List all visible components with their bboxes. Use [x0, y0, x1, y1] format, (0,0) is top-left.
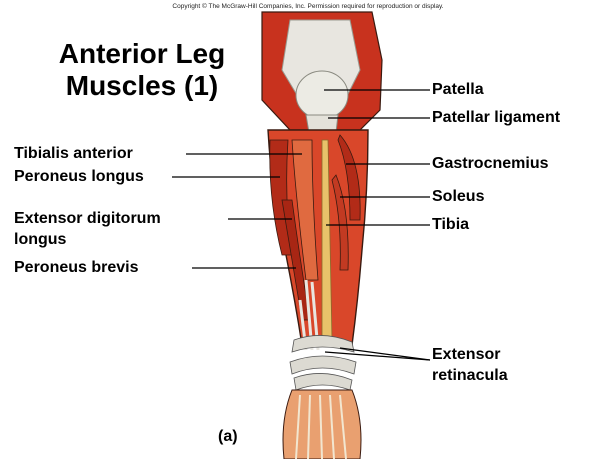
- label-extensor-retinacula-line-1: Extensor: [432, 346, 500, 364]
- label-extensor-retinacula-line-2: retinacula: [432, 367, 508, 385]
- label-peroneus-brevis: Peroneus brevis: [14, 259, 139, 277]
- label-soleus: Soleus: [432, 188, 484, 206]
- label-tibialis-anterior: Tibialis anterior: [14, 145, 133, 163]
- extensor-retinacula-band-2: [290, 356, 356, 374]
- label-tibia: Tibia: [432, 216, 469, 234]
- label-patella: Patella: [432, 81, 484, 99]
- label-patellar-ligament: Patellar ligament: [432, 109, 560, 127]
- patella-bone: [296, 71, 348, 119]
- label-peroneus-longus: Peroneus longus: [14, 168, 144, 186]
- label-extensor-digitorum-line-1: Extensor digitorum: [14, 210, 161, 228]
- part-letter: (a): [218, 428, 238, 446]
- label-gastrocnemius: Gastrocnemius: [432, 155, 548, 173]
- label-extensor-digitorum-line-2: longus: [14, 231, 66, 249]
- extensor-retinacula-band-3: [294, 373, 352, 390]
